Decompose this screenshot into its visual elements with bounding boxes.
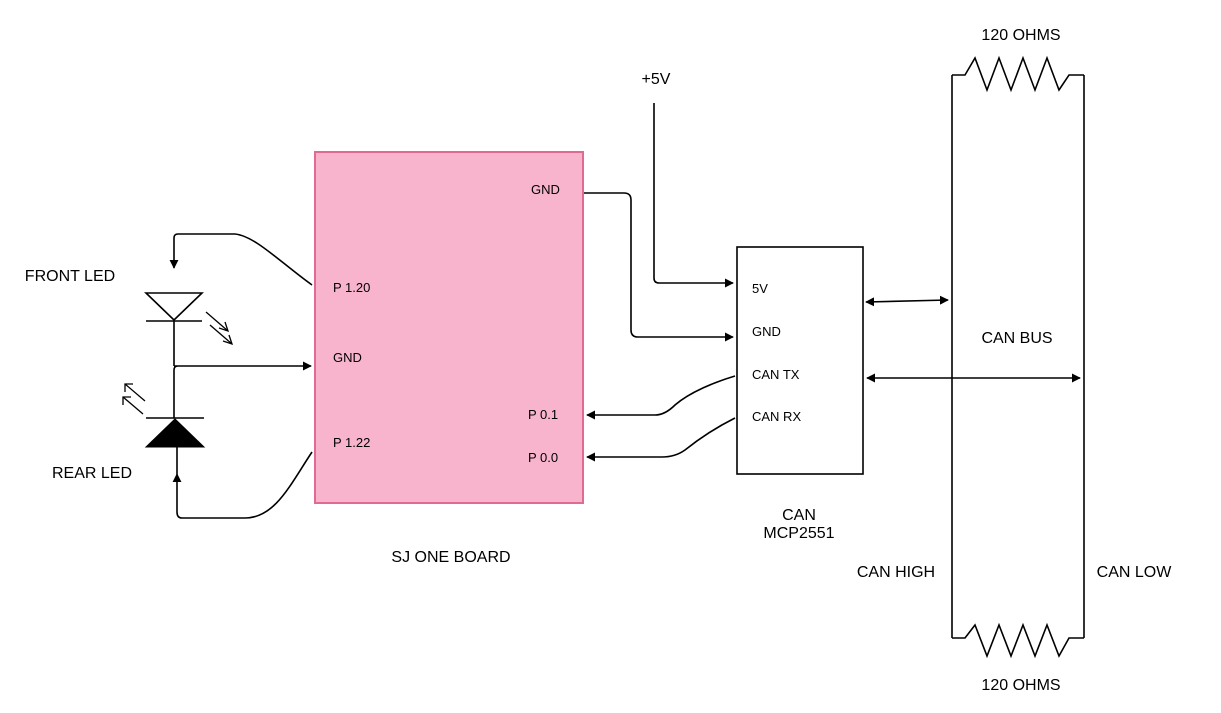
wire-can-rx-p00 xyxy=(586,417,736,462)
sj-one-board xyxy=(314,151,584,504)
transceiver-pin-can-tx: CAN TX xyxy=(752,367,800,382)
transceiver-pin-can-rx: CAN RX xyxy=(752,409,801,424)
wire-5v-supply xyxy=(653,103,734,288)
transceiver-label-line2: MCP2551 xyxy=(763,525,834,542)
can-transceiver xyxy=(736,246,864,475)
rear-led-icon xyxy=(122,383,206,448)
pin-p1-20: P 1.20 xyxy=(333,280,370,295)
wire-can-tx-p01 xyxy=(586,375,736,420)
pin-gnd-left: GND xyxy=(333,350,362,365)
front-led-icon xyxy=(144,292,234,366)
pin-p0-1: P 0.1 xyxy=(528,407,558,422)
pin-p0-0: P 0.0 xyxy=(528,450,558,465)
pin-p1-22: P 1.22 xyxy=(333,435,370,450)
can-high-label: CAN HIGH xyxy=(857,564,935,581)
resistor-bottom-label: 120 OHMS xyxy=(981,677,1060,694)
front-led-label: FRONT LED xyxy=(25,268,115,285)
wire-gnd-junction xyxy=(173,365,179,418)
resistor-top-icon xyxy=(952,55,1084,93)
transceiver-pin-5v: 5V xyxy=(752,281,768,296)
pin-gnd-right: GND xyxy=(531,182,560,197)
wire-gnd-transceiver xyxy=(584,192,734,342)
wire-p120-front-led xyxy=(169,233,313,286)
transceiver-label-line1: CAN xyxy=(782,507,816,524)
supply-label: +5V xyxy=(642,71,671,88)
wire-p122-rear-led xyxy=(172,451,313,519)
transceiver-pin-gnd: GND xyxy=(752,324,781,339)
can-bus-label: CAN BUS xyxy=(981,330,1052,347)
link-transceiver-can-high xyxy=(865,295,949,307)
rear-led-label: REAR LED xyxy=(52,465,132,482)
resistor-bottom-icon xyxy=(952,622,1084,659)
board-label: SJ ONE BOARD xyxy=(391,549,510,566)
resistor-top-label: 120 OHMS xyxy=(981,27,1060,44)
can-low-label: CAN LOW xyxy=(1097,564,1173,581)
